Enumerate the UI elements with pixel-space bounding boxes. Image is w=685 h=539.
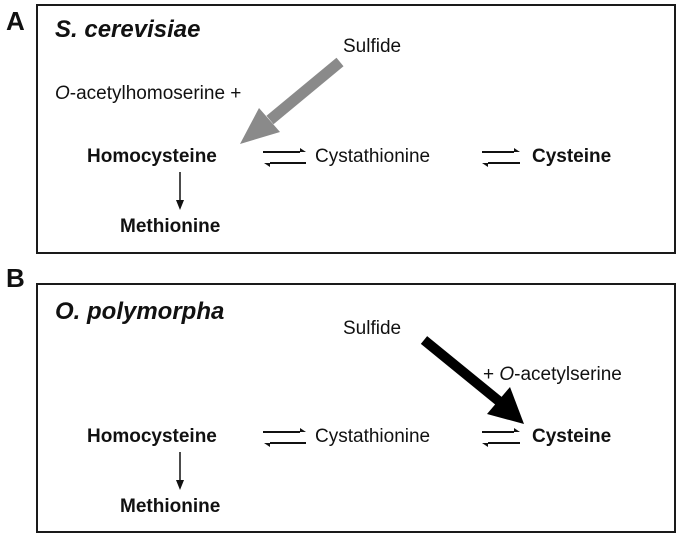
panel-a-organism: S. cerevisiae [55,16,201,43]
panel-b-letter: B [6,263,25,293]
panel-a-homocysteine: Homocysteine [87,146,217,167]
panel-a-cosubstrate-prefix: O [55,83,70,104]
panel-a-reversible-arrow-2 [482,148,520,167]
panel-b-cosubstrate-prefix: O [499,364,515,385]
panel-b-cosubstrate-rest: -acetylserine [514,364,622,385]
panel-a-letter: A [6,6,25,36]
panel-b-cysteine: Cysteine [532,426,612,447]
panel-a-reversible-arrow-1 [263,148,306,167]
panel-a-methionine: Methionine [120,216,221,237]
panel-a-cysteine: Cysteine [532,146,612,167]
panel-a-sulfide-label: Sulfide [343,36,402,57]
panel-b [36,283,676,533]
panel-b-reversible-arrow-1 [263,428,306,447]
panel-b-cystathionine: Cystathionine [315,426,431,447]
panel-a-cosubstrate-label: O-acetylhomoserine + [55,84,241,103]
panel-b-down-arrow [176,452,184,490]
panel-a-cosubstrate-rest: -acetylhomoserine + [69,83,242,104]
panel-b-cosubstrate-label: + O-acetylserine [483,365,622,384]
panel-b-sulfide-arrow [420,336,524,424]
panel-b-reversible-arrow-2 [482,428,520,447]
panel-b-organism: O. polymorpha [55,298,225,325]
panel-b-homocysteine: Homocysteine [87,426,217,447]
panel-a-sulfide-arrow [240,57,344,144]
panel-b-methionine: Methionine [120,496,221,517]
panel-b-cosubstrate-plus: + [483,364,500,385]
panel-b-sulfide-label: Sulfide [343,318,402,339]
panel-a-cystathionine: Cystathionine [315,146,431,167]
panel-a [36,4,676,254]
panel-a-down-arrow [176,172,184,210]
